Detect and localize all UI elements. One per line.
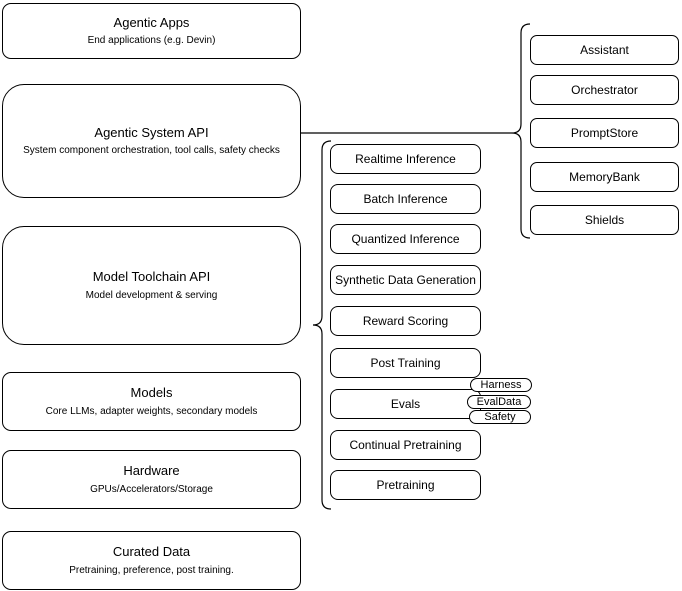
node-label: Orchestrator xyxy=(571,83,638,97)
node-label: Pretraining xyxy=(376,478,435,492)
node-label: MemoryBank xyxy=(569,170,640,184)
node-orchestrator: Orchestrator xyxy=(530,75,679,105)
pill-harness: Harness xyxy=(470,378,532,392)
node-reward-scoring: Reward Scoring xyxy=(330,306,481,336)
node-quantized-inference: Quantized Inference xyxy=(330,224,481,254)
pill-safety: Safety xyxy=(469,410,531,424)
node-title: Agentic Apps xyxy=(113,14,190,30)
node-subtitle: End applications (e.g. Devin) xyxy=(87,35,216,47)
node-models: Models Core LLMs, adapter weights, secon… xyxy=(2,372,301,431)
node-subtitle: Model development & serving xyxy=(85,289,218,301)
toolchain-brace xyxy=(312,140,332,510)
node-title: Hardware xyxy=(123,463,180,479)
node-title: Model Toolchain API xyxy=(92,269,211,285)
node-promptstore: PromptStore xyxy=(530,118,679,148)
node-batch-inference: Batch Inference xyxy=(330,184,481,214)
node-title: Agentic System API xyxy=(94,124,209,140)
node-label: Quantized Inference xyxy=(351,232,460,246)
node-hardware: Hardware GPUs/Accelerators/Storage xyxy=(2,450,301,509)
node-assistant: Assistant xyxy=(530,35,679,65)
node-memorybank: MemoryBank xyxy=(530,162,679,192)
node-model-toolchain-api: Model Toolchain API Model development & … xyxy=(2,226,301,345)
system-components-brace xyxy=(511,23,531,239)
node-label: Post Training xyxy=(370,356,441,370)
node-evals: Evals xyxy=(330,389,481,419)
node-label: Shields xyxy=(584,213,625,227)
node-label: Realtime Inference xyxy=(355,152,456,166)
node-label: PromptStore xyxy=(570,126,639,140)
node-label: Evals xyxy=(390,397,421,411)
pill-evaldata: EvalData xyxy=(467,395,531,409)
node-subtitle: Core LLMs, adapter weights, secondary mo… xyxy=(45,405,258,417)
node-agentic-system-api: Agentic System API System component orch… xyxy=(2,84,301,198)
node-title: Models xyxy=(130,385,173,401)
node-label: Batch Inference xyxy=(363,192,448,206)
node-subtitle: GPUs/Accelerators/Storage xyxy=(90,483,213,495)
node-post-training: Post Training xyxy=(330,348,481,378)
node-shields: Shields xyxy=(530,205,679,235)
node-subtitle: System component orchestration, tool cal… xyxy=(23,145,280,157)
node-realtime-inference: Realtime Inference xyxy=(330,144,481,174)
node-curated-data: Curated Data Pretraining, preference, po… xyxy=(2,531,301,590)
pill-label: Safety xyxy=(484,411,516,423)
node-continual-pretraining: Continual Pretraining xyxy=(330,430,481,460)
node-synthetic-data-generation: Synthetic Data Generation xyxy=(330,265,481,295)
node-subtitle: Pretraining, preference, post training. xyxy=(69,564,234,576)
node-label: Continual Pretraining xyxy=(349,438,462,452)
pill-label: EvalData xyxy=(476,396,522,408)
node-label: Synthetic Data Generation xyxy=(335,273,476,287)
pill-label: Harness xyxy=(480,379,522,391)
node-pretraining: Pretraining xyxy=(330,470,481,500)
node-label: Reward Scoring xyxy=(362,314,449,328)
node-agentic-apps: Agentic Apps End applications (e.g. Devi… xyxy=(2,3,301,59)
node-label: Assistant xyxy=(580,43,629,57)
node-title: Curated Data xyxy=(112,544,191,560)
